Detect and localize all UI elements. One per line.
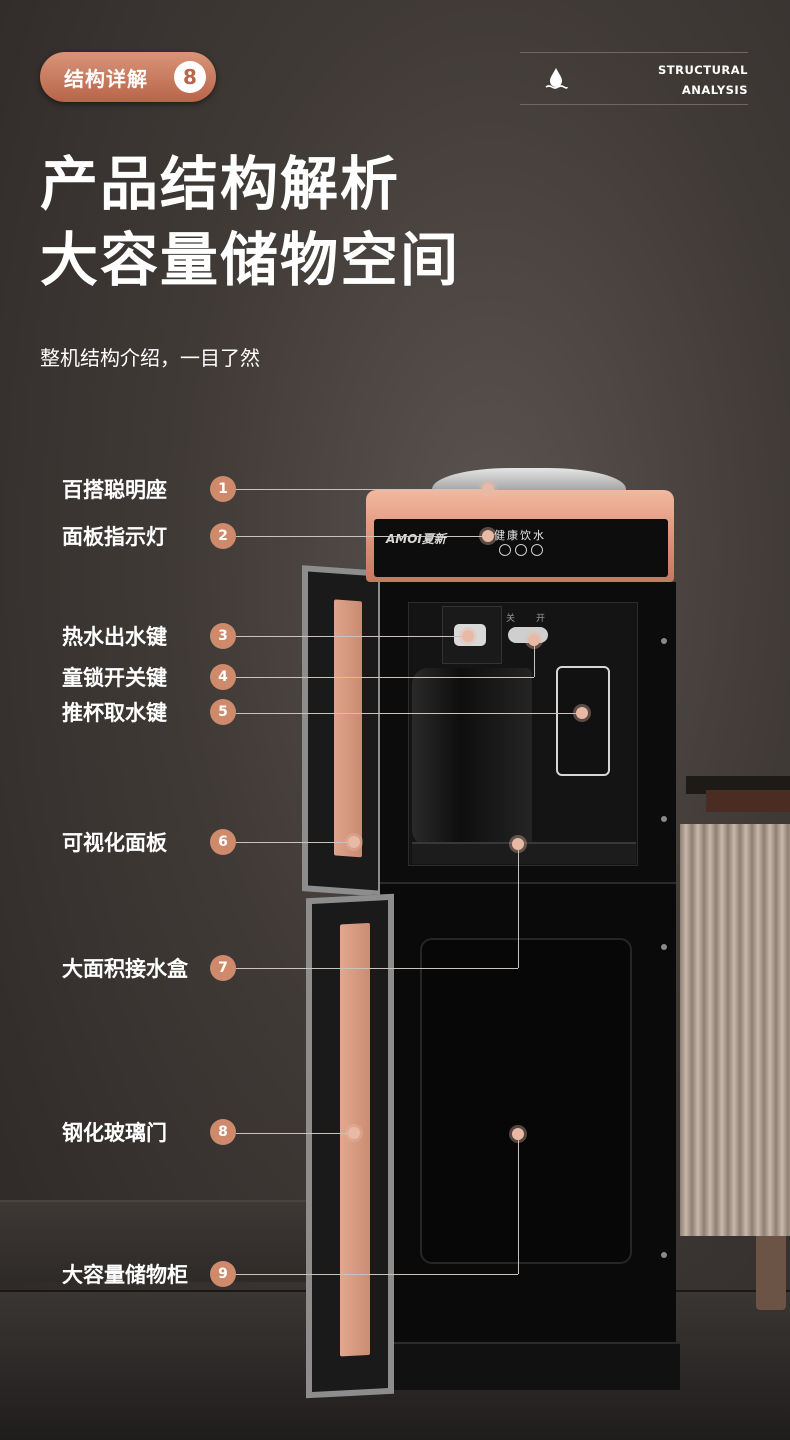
part-number-4: 4: [210, 664, 236, 690]
screw: [661, 944, 667, 950]
leader-line-8: [236, 1133, 354, 1134]
part-number-7: 7: [210, 955, 236, 981]
part-label-6: 可视化面板: [62, 831, 167, 855]
leader-line-7-vertical: [518, 844, 519, 968]
marker-dot-3: [462, 630, 474, 642]
storage-cabinet: [420, 938, 632, 1264]
part-label-1: 百搭聪明座: [62, 478, 167, 502]
leader-line-9-vertical: [518, 1134, 519, 1274]
drip-tray: [412, 842, 636, 864]
part-number-1: 1: [210, 476, 236, 502]
part-label-3: 热水出水键: [62, 625, 167, 649]
screw: [661, 1252, 667, 1258]
marker-dot-6: [348, 836, 360, 848]
upper-glass-door: [302, 565, 384, 897]
part-label-8: 钢化玻璃门: [62, 1121, 167, 1145]
brand-logo: AMOI夏新: [386, 532, 446, 546]
panel-light-1: [499, 544, 511, 556]
leader-line-1: [236, 489, 488, 490]
water-drop-icon: [545, 68, 568, 89]
lock-on-label: 开: [536, 614, 546, 624]
part-number-9: 9: [210, 1261, 236, 1287]
part-label-4: 童锁开关键: [62, 666, 167, 690]
side-cabinet-leg: [756, 1236, 786, 1310]
part-label-5: 推杯取水键: [62, 701, 167, 725]
leader-line-3: [236, 636, 468, 637]
leader-line-6: [236, 842, 354, 843]
marker-dot-9: [512, 1128, 524, 1140]
part-label-9: 大容量储物柜: [62, 1263, 188, 1287]
section-badge-label: 结构详解: [64, 66, 148, 91]
panel-light-3: [531, 544, 543, 556]
header-en-line2: ANALYSIS: [681, 83, 748, 97]
part-number-8: 8: [210, 1119, 236, 1145]
part-number-5: 5: [210, 699, 236, 725]
cup-push-key[interactable]: [556, 666, 610, 776]
header-divider-top: [520, 52, 748, 53]
lower-door-glass: [340, 922, 370, 1357]
leader-line-4: [236, 677, 534, 678]
marker-dot-5: [576, 707, 588, 719]
part-label-2: 面板指示灯: [62, 525, 167, 549]
header-divider-bottom: [520, 104, 748, 105]
upper-door-glass: [334, 599, 362, 858]
section-badge-number: 8: [174, 61, 206, 93]
panel-text: 健康饮水: [494, 529, 546, 542]
marker-dot-4: [528, 634, 540, 646]
page-title-line1: 产品结构解析: [40, 150, 401, 218]
screw: [661, 638, 667, 644]
page-subtitle: 整机结构介绍，一目了然: [40, 346, 260, 370]
side-table-box: [706, 790, 790, 812]
part-label-7: 大面积接水盒: [62, 957, 188, 981]
marker-dot-7: [512, 838, 524, 850]
marker-dot-1: [482, 483, 494, 495]
header-en-line1: STRUCTURAL: [657, 63, 748, 77]
part-number-6: 6: [210, 829, 236, 855]
lock-off-label: 关: [506, 614, 516, 624]
leader-line-2: [236, 536, 488, 537]
marker-dot-8: [348, 1127, 360, 1139]
section-badge: 结构详解 8: [40, 52, 216, 102]
leader-line-4-vertical: [534, 640, 535, 677]
side-table-top: [686, 776, 790, 794]
page-title-line2: 大容量储物空间: [40, 226, 461, 294]
water-tank: [412, 668, 532, 846]
lower-glass-door: [306, 893, 394, 1399]
dispenser-base: [374, 1342, 680, 1390]
part-number-2: 2: [210, 523, 236, 549]
part-number-3: 3: [210, 623, 236, 649]
leader-line-9: [236, 1274, 518, 1275]
panel-light-2: [515, 544, 527, 556]
leader-line-5: [236, 713, 582, 714]
marker-dot-2: [482, 530, 494, 542]
screw: [661, 816, 667, 822]
leader-line-7: [236, 968, 518, 969]
wall-baseboard: [0, 1200, 310, 1282]
side-cabinet: [680, 824, 790, 1236]
